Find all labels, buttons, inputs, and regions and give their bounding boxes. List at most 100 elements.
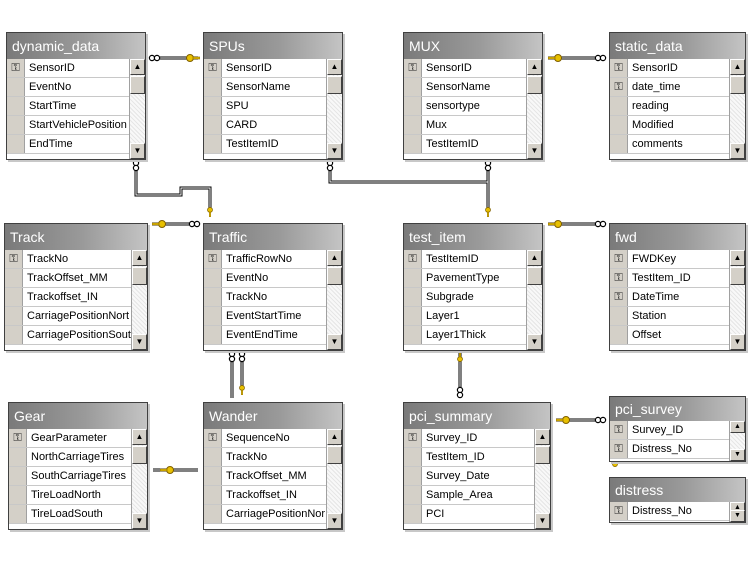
column-row[interactable]: StartTime xyxy=(7,97,145,116)
column-row[interactable]: CarriagePositionSout xyxy=(5,326,147,345)
table-title[interactable]: test_item xyxy=(404,224,542,250)
column-row[interactable]: ⚿TrackNo xyxy=(5,250,147,269)
table-title[interactable]: pci_survey xyxy=(610,397,745,421)
scroll-down-icon[interactable]: ▼ xyxy=(535,513,550,529)
column-row[interactable]: PavementType xyxy=(404,269,542,288)
scroll-up-icon[interactable]: ▲ xyxy=(327,59,342,75)
scroll-up-icon[interactable]: ▲ xyxy=(730,250,745,266)
vertical-scrollbar[interactable]: ▲▼ xyxy=(534,429,550,529)
vertical-scrollbar[interactable]: ▲▼ xyxy=(131,429,147,529)
vertical-scrollbar[interactable]: ▲▼ xyxy=(729,250,745,350)
column-row[interactable]: SensorName xyxy=(404,78,542,97)
column-row[interactable]: EventNo xyxy=(204,269,342,288)
scroll-down-icon[interactable]: ▼ xyxy=(132,334,147,350)
column-row[interactable]: SouthCarriageTires xyxy=(9,467,147,486)
vertical-scrollbar[interactable]: ▲▼ xyxy=(729,421,745,461)
scroll-thumb[interactable] xyxy=(132,446,147,464)
column-row[interactable]: ⚿TrafficRowNo xyxy=(204,250,342,269)
column-row[interactable]: Station xyxy=(610,307,745,326)
scroll-down-icon[interactable]: ▼ xyxy=(130,143,145,159)
scroll-down-icon[interactable]: ▼ xyxy=(527,143,542,159)
scroll-up-icon[interactable]: ▲ xyxy=(130,59,145,75)
column-row[interactable]: ⚿Survey_ID xyxy=(404,429,550,448)
scroll-thumb[interactable] xyxy=(527,76,542,94)
column-row[interactable]: ⚿TestItemID xyxy=(404,250,542,269)
column-row[interactable]: EventStartTime xyxy=(204,307,342,326)
column-row[interactable]: ⚿DateTime xyxy=(610,288,745,307)
scroll-up-icon[interactable]: ▲ xyxy=(535,429,550,445)
vertical-scrollbar[interactable]: ▲▼ xyxy=(526,59,542,159)
scroll-down-icon[interactable]: ▼ xyxy=(132,513,147,529)
table-title[interactable]: Traffic xyxy=(204,224,342,250)
vertical-scrollbar[interactable]: ▲▼ xyxy=(526,250,542,350)
column-row[interactable]: ⚿SensorID xyxy=(7,59,145,78)
vertical-scrollbar[interactable]: ▲▼ xyxy=(326,250,342,350)
column-row[interactable]: EventNo xyxy=(7,78,145,97)
column-row[interactable]: sensortype xyxy=(404,97,542,116)
scroll-thumb[interactable] xyxy=(327,76,342,94)
column-row[interactable]: TrackOffset_MM xyxy=(5,269,147,288)
scroll-thumb[interactable] xyxy=(527,267,542,285)
column-row[interactable]: Layer1Thick xyxy=(404,326,542,345)
scroll-down-icon[interactable]: ▼ xyxy=(327,513,342,529)
column-row[interactable]: TireLoadSouth xyxy=(9,505,147,524)
table-distress[interactable]: distress ⚿Distress_No▲▼ xyxy=(609,477,746,523)
scroll-down-icon[interactable]: ▼ xyxy=(327,334,342,350)
column-row[interactable]: Trackoffset_IN xyxy=(5,288,147,307)
scroll-down-icon[interactable]: ▼ xyxy=(730,510,745,522)
column-row[interactable]: TestItemID xyxy=(204,135,342,154)
table-title[interactable]: Track xyxy=(5,224,147,250)
scroll-up-icon[interactable]: ▲ xyxy=(132,429,147,445)
column-row[interactable]: TestItem_ID xyxy=(404,448,550,467)
column-row[interactable]: ⚿SequenceNo xyxy=(204,429,342,448)
column-row[interactable]: ⚿GearParameter xyxy=(9,429,147,448)
scroll-thumb[interactable] xyxy=(130,76,145,94)
column-row[interactable]: StartVehiclePosition xyxy=(7,116,145,135)
table-title[interactable]: Gear xyxy=(9,403,147,429)
scroll-thumb[interactable] xyxy=(327,446,342,464)
column-row[interactable]: Offset xyxy=(610,326,745,345)
column-row[interactable]: Trackoffset_IN xyxy=(204,486,342,505)
column-row[interactable]: Subgrade xyxy=(404,288,542,307)
scroll-up-icon[interactable]: ▲ xyxy=(327,250,342,266)
column-row[interactable]: TireLoadNorth xyxy=(9,486,147,505)
scroll-down-icon[interactable]: ▼ xyxy=(730,143,745,159)
table-title[interactable]: SPUs xyxy=(204,33,342,59)
column-row[interactable]: PCI xyxy=(404,505,550,524)
column-row[interactable]: ⚿SensorID xyxy=(204,59,342,78)
column-row[interactable]: ⚿TestItem_ID xyxy=(610,269,745,288)
scroll-thumb[interactable] xyxy=(730,76,745,94)
table-title[interactable]: pci_summary xyxy=(404,403,550,429)
scroll-down-icon[interactable]: ▼ xyxy=(327,143,342,159)
column-row[interactable]: ⚿Distress_No xyxy=(610,440,745,459)
table-pci-survey[interactable]: pci_survey ⚿Survey_ID⚿Distress_No▲▼ xyxy=(609,396,746,462)
column-row[interactable]: ⚿date_time xyxy=(610,78,745,97)
table-title[interactable]: static_data xyxy=(610,33,745,59)
scroll-thumb[interactable] xyxy=(730,267,745,285)
scroll-up-icon[interactable]: ▲ xyxy=(527,250,542,266)
scroll-up-icon[interactable]: ▲ xyxy=(730,421,745,433)
scroll-down-icon[interactable]: ▼ xyxy=(527,334,542,350)
column-row[interactable]: Modified xyxy=(610,116,745,135)
column-row[interactable]: TrackOffset_MM xyxy=(204,467,342,486)
scroll-down-icon[interactable]: ▼ xyxy=(730,334,745,350)
column-row[interactable]: TestItemID xyxy=(404,135,542,154)
scroll-down-icon[interactable]: ▼ xyxy=(730,449,745,461)
column-row[interactable]: CarriagePositionNort xyxy=(5,307,147,326)
column-row[interactable]: SPU xyxy=(204,97,342,116)
table-title[interactable]: MUX xyxy=(404,33,542,59)
scroll-up-icon[interactable]: ▲ xyxy=(730,59,745,75)
column-row[interactable]: comments xyxy=(610,135,745,154)
vertical-scrollbar[interactable]: ▲▼ xyxy=(129,59,145,159)
column-row[interactable]: NorthCarriageTires xyxy=(9,448,147,467)
column-row[interactable]: CARD xyxy=(204,116,342,135)
vertical-scrollbar[interactable]: ▲▼ xyxy=(326,429,342,529)
column-row[interactable]: Layer1 xyxy=(404,307,542,326)
table-title[interactable]: distress xyxy=(610,478,745,502)
